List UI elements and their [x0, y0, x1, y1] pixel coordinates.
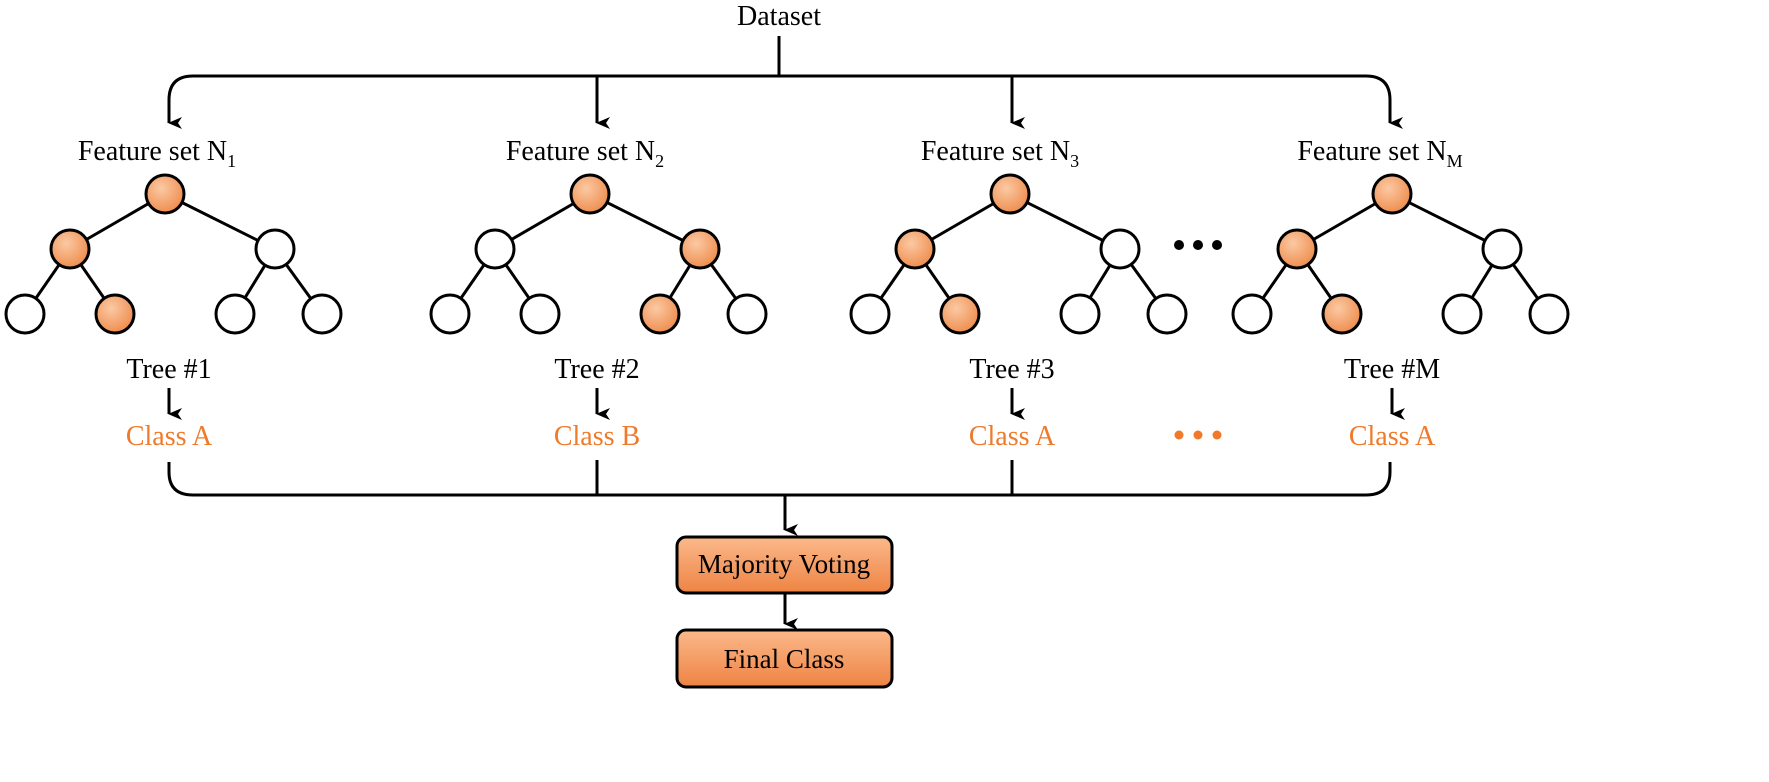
- tree-label: Tree #3: [969, 354, 1054, 385]
- tree-node-highlighted: [94, 293, 136, 335]
- tree-node-highlighted: [679, 228, 721, 270]
- feature-set-label: Feature set N2: [506, 136, 664, 171]
- tree-node: [1059, 293, 1101, 335]
- final-class-label: Final Class: [724, 644, 845, 674]
- tree-node-highlighted: [1276, 228, 1318, 270]
- tree-node: [1528, 293, 1570, 335]
- tree-node-highlighted: [639, 293, 681, 335]
- tree-node: [1231, 293, 1273, 335]
- top-bracket: [167, 36, 1403, 129]
- tree-node: [1481, 228, 1523, 270]
- tree-node: [726, 293, 768, 335]
- ellipsis-trees: [1174, 240, 1222, 250]
- dataset-label: Dataset: [737, 1, 821, 32]
- tree-node: [1441, 293, 1483, 335]
- tree-node-highlighted: [569, 173, 611, 215]
- feature-set-label: Feature set N1: [78, 136, 236, 171]
- tree-node: [519, 293, 561, 335]
- tree-node: [849, 293, 891, 335]
- tree-label: Tree #2: [554, 354, 639, 385]
- tree-node-highlighted: [894, 228, 936, 270]
- tree-2: Feature set N2 Tree #2 Class B: [429, 136, 768, 452]
- ellipsis-classes: [1174, 430, 1222, 440]
- tree-node-highlighted: [1371, 173, 1413, 215]
- tree-node: [474, 228, 516, 270]
- tree-label: Tree #M: [1344, 354, 1440, 385]
- tree-node-highlighted: [49, 228, 91, 270]
- bottom-bracket: [167, 460, 1392, 536]
- class-label: Class B: [554, 421, 640, 452]
- tree-3: Feature set N3 Tree #3 Class A: [849, 136, 1188, 452]
- tree-node: [1099, 228, 1141, 270]
- class-label: Class A: [969, 421, 1056, 452]
- tree-node-highlighted: [1321, 293, 1363, 335]
- feature-set-label: Feature set N3: [921, 136, 1079, 171]
- majority-voting-box: Majority Voting: [675, 535, 894, 595]
- tree-label: Tree #1: [126, 354, 211, 385]
- class-label: Class A: [126, 421, 213, 452]
- tree-node: [1146, 293, 1188, 335]
- tree-1: Feature set N1 Tree #1 Class A: [4, 136, 343, 452]
- tree-node-highlighted: [939, 293, 981, 335]
- feature-set-label: Feature set NM: [1297, 136, 1462, 171]
- tree-node-highlighted: [144, 173, 186, 215]
- tree-node-highlighted: [989, 173, 1031, 215]
- final-class-box: Final Class: [675, 628, 894, 689]
- tree-node: [4, 293, 46, 335]
- tree-node: [214, 293, 256, 335]
- tree-node: [429, 293, 471, 335]
- class-label: Class A: [1349, 421, 1436, 452]
- majority-voting-label: Majority Voting: [698, 549, 870, 579]
- tree-4: Feature set NM Tree #M Class A: [1231, 136, 1570, 452]
- tree-node: [301, 293, 343, 335]
- tree-node: [254, 228, 296, 270]
